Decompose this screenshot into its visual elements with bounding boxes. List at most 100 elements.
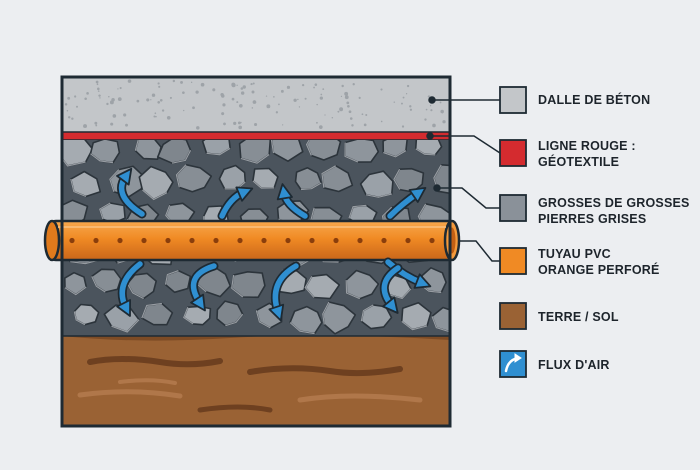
air-flow-arrowhead (408, 186, 427, 203)
gravel-stone-highlight (270, 140, 275, 154)
concrete-speckle (240, 91, 245, 95)
concrete-speckle (159, 98, 163, 102)
pipe-hole (333, 237, 339, 244)
legend-swatch-gravel (499, 194, 527, 222)
concrete-speckle (111, 97, 115, 102)
gravel-stone-highlight (164, 270, 179, 285)
concrete-speckle (318, 125, 323, 129)
gravel-stone-highlight (300, 182, 322, 191)
gravel-stone-highlight (388, 288, 412, 300)
concrete-speckle (172, 79, 176, 83)
air-flow-arrow (116, 167, 147, 219)
pipe-hole (117, 237, 123, 244)
concrete-speckle (67, 96, 71, 100)
concrete-speckle (393, 101, 396, 103)
concrete-speckle (106, 102, 109, 106)
pipe-hole (261, 237, 267, 244)
concrete-speckle (351, 124, 354, 127)
concrete-speckle (146, 98, 150, 102)
pipe-hole (381, 237, 387, 244)
gravel-stone-highlight (175, 164, 187, 188)
gravel-stone-highlight (62, 157, 86, 167)
gravel-stone-highlight (240, 154, 270, 164)
concrete-speckle (240, 121, 242, 124)
gravel-stone (134, 140, 162, 160)
gravel-stone-highlight (126, 283, 144, 300)
concrete-speckle (150, 99, 152, 101)
concrete-speckle (266, 104, 271, 109)
gravel-stone-highlight (70, 178, 87, 198)
concrete-speckle (180, 80, 183, 84)
air-flow-arrow (217, 186, 254, 221)
concrete-speckle (136, 99, 140, 103)
gravel-stone-highlight (73, 311, 86, 326)
concrete-speckle (250, 82, 253, 86)
concrete-speckle (221, 112, 225, 116)
legend-label-soil: TERRE / SOL (538, 310, 619, 324)
concrete-speckle (441, 111, 444, 114)
air-flow-arrowhead (116, 299, 132, 317)
concrete-speckle (280, 89, 284, 93)
concrete-speckle (254, 122, 258, 127)
concrete-speckle (313, 86, 315, 89)
concrete-speckle (76, 105, 78, 108)
gravel-stone-highlight (344, 142, 359, 163)
concrete-speckle (340, 95, 343, 97)
air-flow-arrow (385, 186, 427, 221)
air-flow-arrow (276, 183, 310, 221)
concrete-speckle (151, 93, 156, 97)
gravel-stone-highlight (252, 180, 275, 189)
concrete-speckle (158, 85, 161, 88)
concrete-speckle (265, 95, 268, 97)
concrete-speckle (322, 88, 325, 90)
pipe-hole (405, 237, 411, 244)
air-flow-arrow (383, 257, 432, 289)
concrete-speckle (71, 117, 74, 120)
pipe-hole (69, 237, 75, 244)
concrete-speckle (94, 121, 98, 125)
geotextile-layer (62, 131, 450, 141)
pipe-hole (429, 237, 435, 244)
gravel-stone-highlight (289, 322, 315, 335)
concrete-speckle (240, 87, 244, 90)
concrete-speckle (242, 85, 246, 89)
air-flow-arrow (379, 263, 403, 314)
gravel-stone-highlight (64, 286, 87, 296)
gravel-stone-highlight (182, 306, 194, 325)
legend-swatch-airflow (499, 350, 527, 378)
legend-label-geotextile: LIGNE ROUGE : GÉOTEXTILE (538, 139, 636, 169)
gravel-stone-highlight (91, 276, 106, 293)
gravel-stone-highlight (365, 193, 392, 198)
pipe-hole (165, 237, 171, 244)
leader-lines (426, 96, 501, 262)
concrete-speckle (349, 117, 353, 120)
concrete-speckle (108, 96, 110, 98)
leader-line-pipe (458, 240, 500, 262)
concrete-speckle (361, 113, 364, 116)
concrete-speckle (183, 109, 185, 112)
gravel-stone-highlight (415, 148, 436, 156)
concrete-speckle (282, 124, 284, 126)
concrete-speckle (316, 103, 318, 106)
air-flow-arrowhead (268, 303, 285, 322)
air-flow-arrows (116, 167, 432, 322)
concrete-speckle (430, 109, 433, 112)
concrete-speckle (84, 97, 87, 100)
concrete-speckle (406, 84, 410, 88)
concrete-speckle (344, 91, 349, 96)
concrete-speckle (363, 123, 367, 127)
concrete-speckle (286, 85, 291, 89)
concrete-speckle (86, 92, 89, 95)
pipe-hole (285, 237, 291, 244)
concrete-slab-layer (62, 77, 450, 132)
concrete-speckle (157, 100, 161, 104)
gravel-stone-highlight (345, 280, 361, 300)
leader-line-geotextile (430, 135, 501, 154)
concrete-speckle (231, 82, 236, 87)
concrete-speckle (117, 88, 119, 90)
gravel-stone-highlight (305, 140, 312, 156)
gravel-stone-highlight (401, 320, 428, 331)
gravel-stone-highlight (142, 189, 168, 201)
concrete-speckle (409, 105, 412, 108)
concrete-speckle (339, 107, 344, 112)
